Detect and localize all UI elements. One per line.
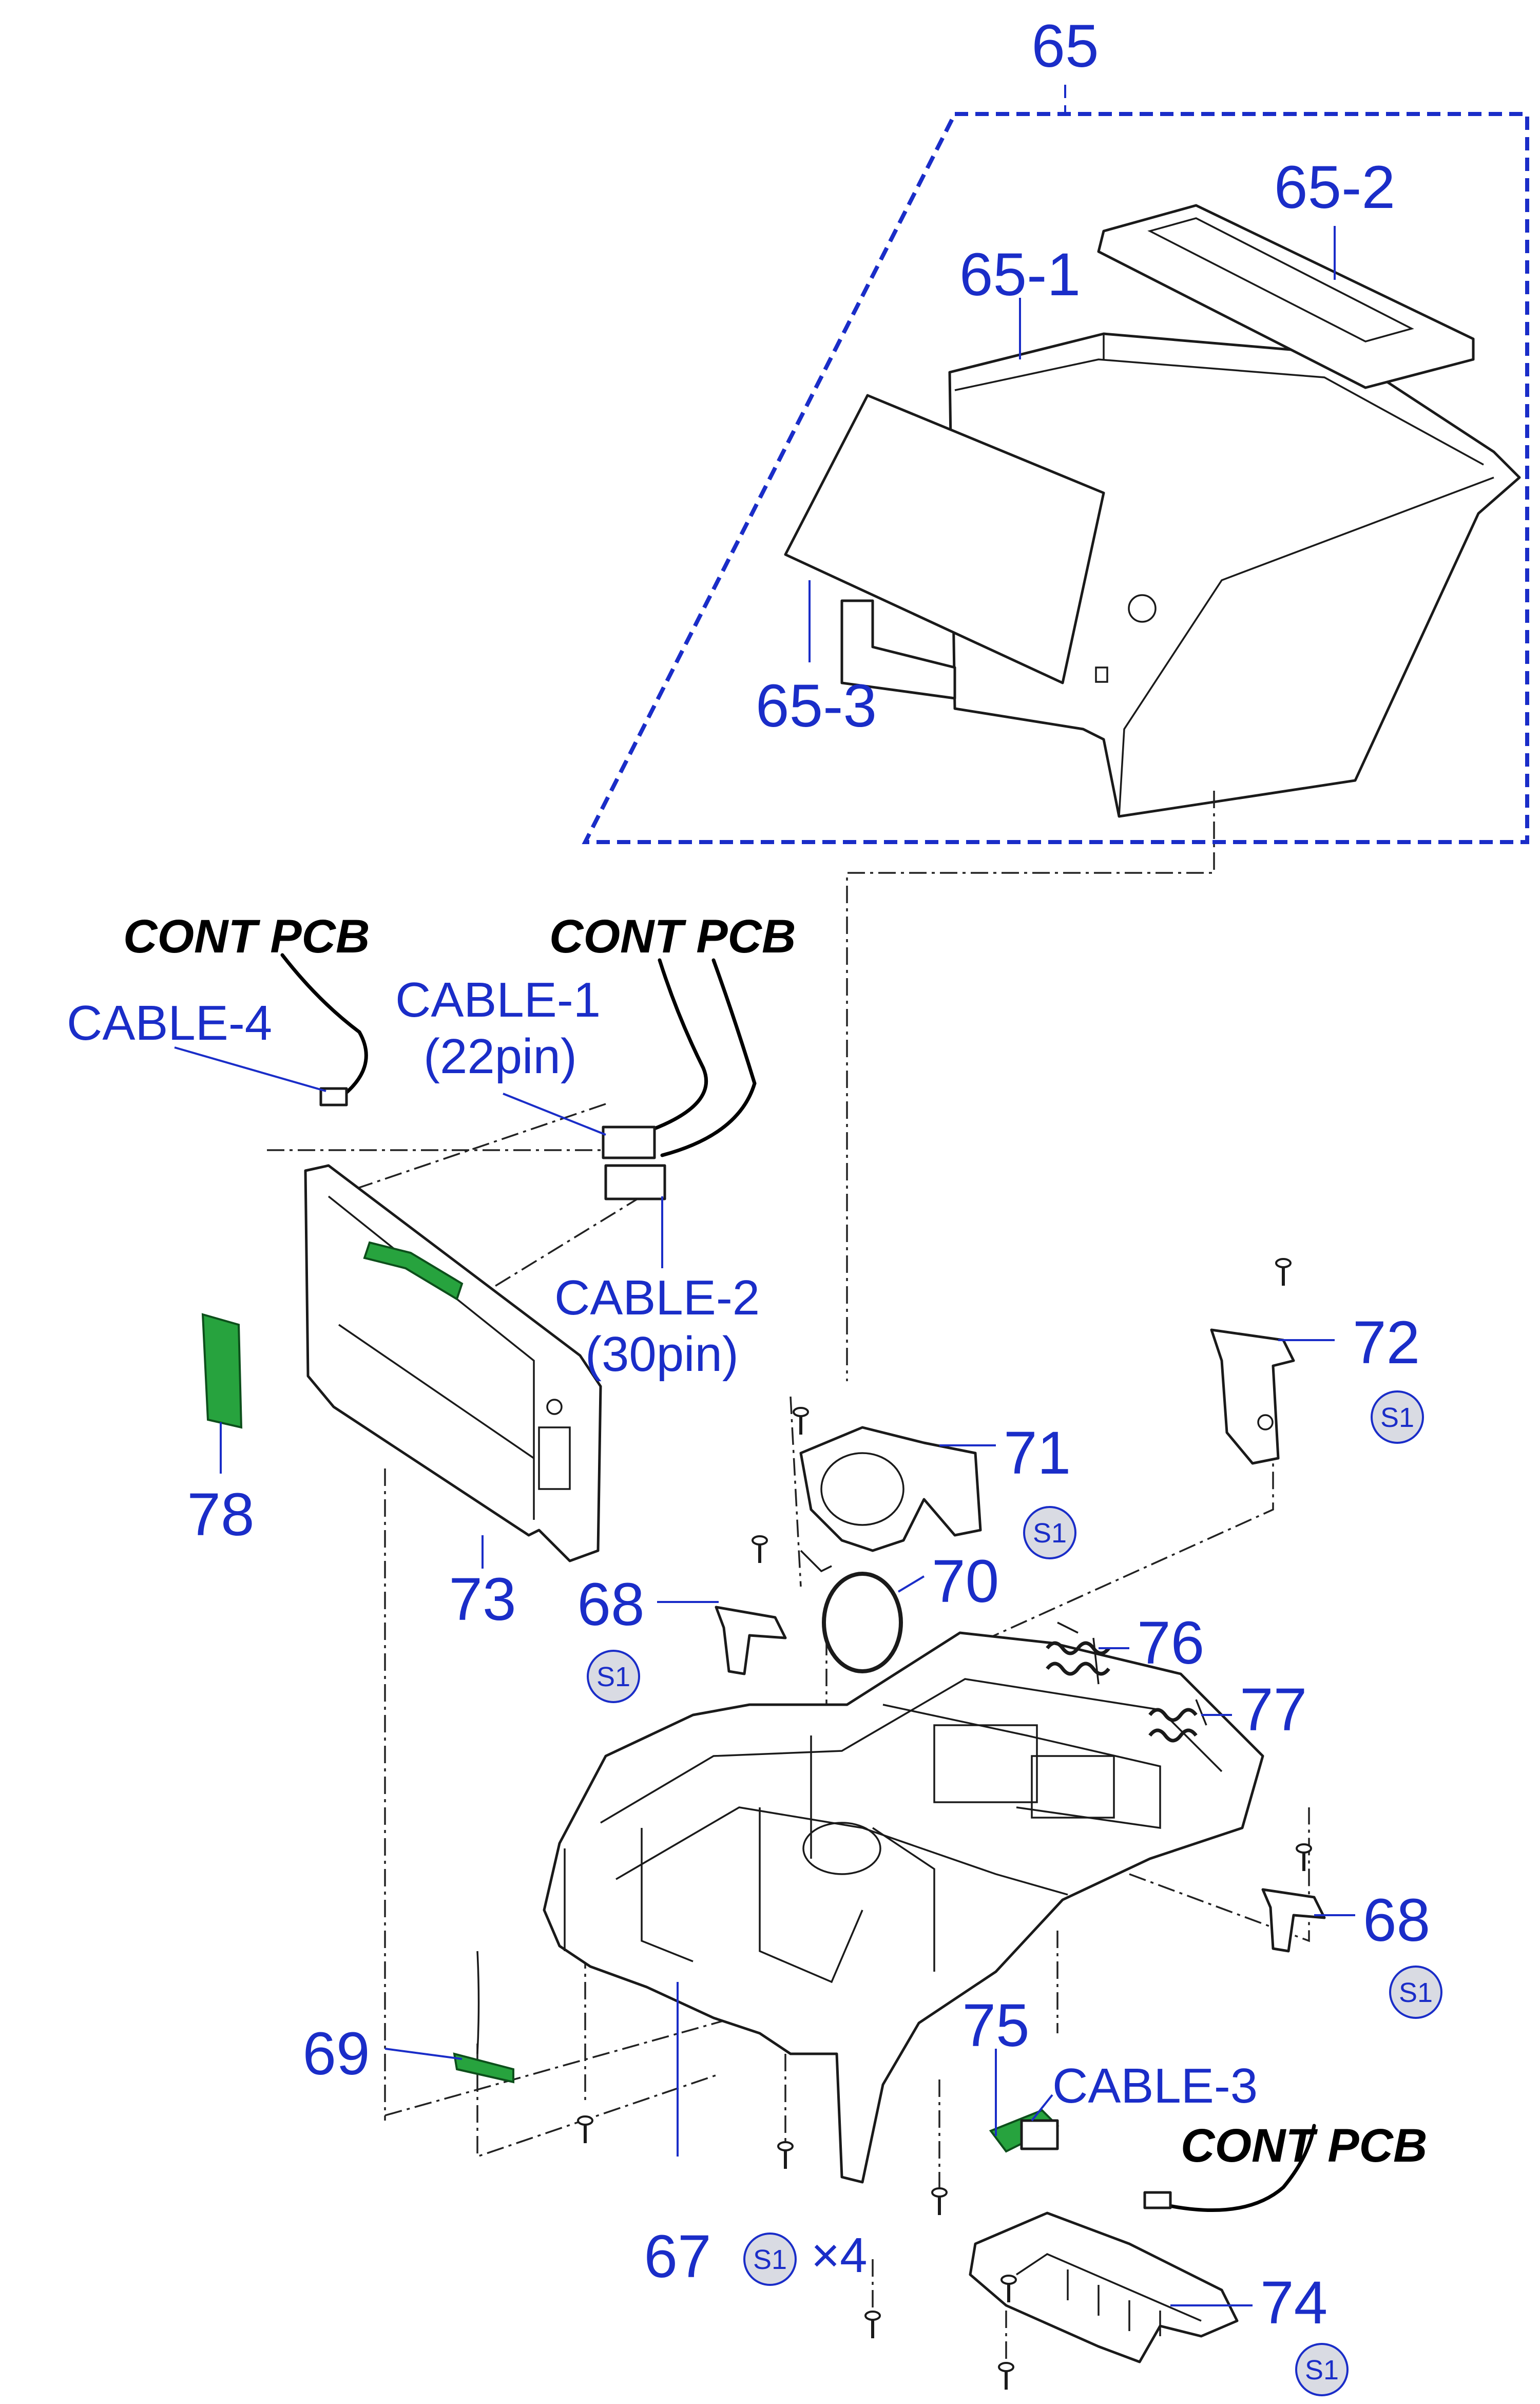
screw-icon (794, 1408, 808, 1435)
part-68-bracket-left (715, 1606, 787, 1675)
cable-4-wire (280, 953, 368, 1101)
label-68-right: 68 (1363, 1886, 1430, 1954)
label-cont-pcb-1: CONT PCB (123, 910, 370, 963)
screw-icon (999, 2363, 1013, 2390)
label-cable-1: CABLE-1 (395, 972, 601, 1027)
screw-badge-72: S1 (1371, 1390, 1424, 1444)
part-65-2-top-lid (1097, 204, 1475, 389)
cable-2-connector (604, 1164, 666, 1200)
screw-badge-74: S1 (1295, 2343, 1349, 2396)
cable-3-connector (1143, 2191, 1172, 2209)
label-71: 71 (1004, 1419, 1071, 1487)
part-71-duct (799, 1426, 982, 1552)
part-70-ring (822, 1572, 903, 1673)
cable-1-wire (650, 958, 708, 1132)
screw-icon (865, 2312, 880, 2338)
label-68-left: 68 (577, 1571, 644, 1638)
cable-2-wire (660, 958, 757, 1157)
label-quantity: ×4 (811, 2228, 867, 2283)
label-cable-1-pins: (22pin) (424, 1029, 577, 1084)
label-65-2: 65-2 (1274, 154, 1395, 221)
part-69-sensor (453, 1951, 514, 2084)
part-76-spring (1046, 1621, 1110, 1685)
label-70: 70 (932, 1548, 999, 1615)
svg-text:S1: S1 (1305, 2355, 1339, 2386)
label-cont-pcb-2: CONT PCB (549, 910, 796, 963)
svg-text:S1: S1 (1033, 1518, 1067, 1549)
label-65-1: 65-1 (959, 241, 1081, 309)
label-69: 69 (302, 2020, 370, 2088)
screw-badge-71: S1 (1023, 1506, 1076, 1559)
screw-icon (932, 2188, 947, 2215)
part-77-spring (1148, 1699, 1207, 1743)
svg-text:S1: S1 (1399, 1977, 1433, 2008)
cable-4-connector (319, 1087, 348, 1106)
label-72: 72 (1353, 1309, 1420, 1377)
screw-badge-68-right: S1 (1389, 1966, 1442, 2019)
screw-icon (578, 2116, 592, 2143)
label-cont-pcb-3: CONT PCB (1181, 2120, 1427, 2172)
part-78-pcb (201, 1313, 243, 1429)
screw-icon (1297, 1844, 1311, 1871)
part-67-main-frame (543, 1631, 1264, 2184)
label-67: 67 (644, 2223, 711, 2291)
part-72-hinge (1210, 1328, 1295, 1465)
label-74: 74 (1260, 2269, 1327, 2337)
part-73-control-panel (304, 1164, 602, 1562)
part-65-1-front-cover (840, 332, 1521, 818)
label-78: 78 (187, 1481, 254, 1549)
label-cable-2-pins: (30pin) (585, 1327, 739, 1382)
screw-icon (753, 1536, 767, 1563)
label-cable-3: CABLE-3 (1052, 2058, 1258, 2113)
part-74-base-cover (969, 2211, 1239, 2363)
svg-text:S1: S1 (596, 1662, 630, 1692)
svg-text:S1: S1 (1380, 1402, 1414, 1433)
part-65-3-display-panel (784, 394, 1105, 684)
label-cable-2: CABLE-2 (554, 1270, 760, 1325)
label-65: 65 (1031, 12, 1099, 80)
cable-3-wire (1153, 2124, 1316, 2212)
label-77: 77 (1240, 1676, 1307, 1744)
label-65-3: 65-3 (756, 672, 877, 740)
screw-badge-67: S1 (743, 2233, 797, 2286)
screw-icon (778, 2142, 793, 2169)
label-cable-4: CABLE-4 (67, 996, 272, 1051)
screw-icon (1276, 1259, 1291, 1286)
group-65-outline (582, 112, 1529, 844)
svg-text:S1: S1 (753, 2244, 787, 2275)
screw-badge-68-left: S1 (587, 1650, 640, 1703)
label-75: 75 (962, 1992, 1029, 2059)
part-68-bracket-right (1261, 1888, 1326, 1953)
part-75-pcb (989, 2109, 1060, 2153)
cable-1-connector (602, 1125, 656, 1159)
label-76: 76 (1137, 1609, 1204, 1677)
label-73: 73 (449, 1566, 516, 1633)
